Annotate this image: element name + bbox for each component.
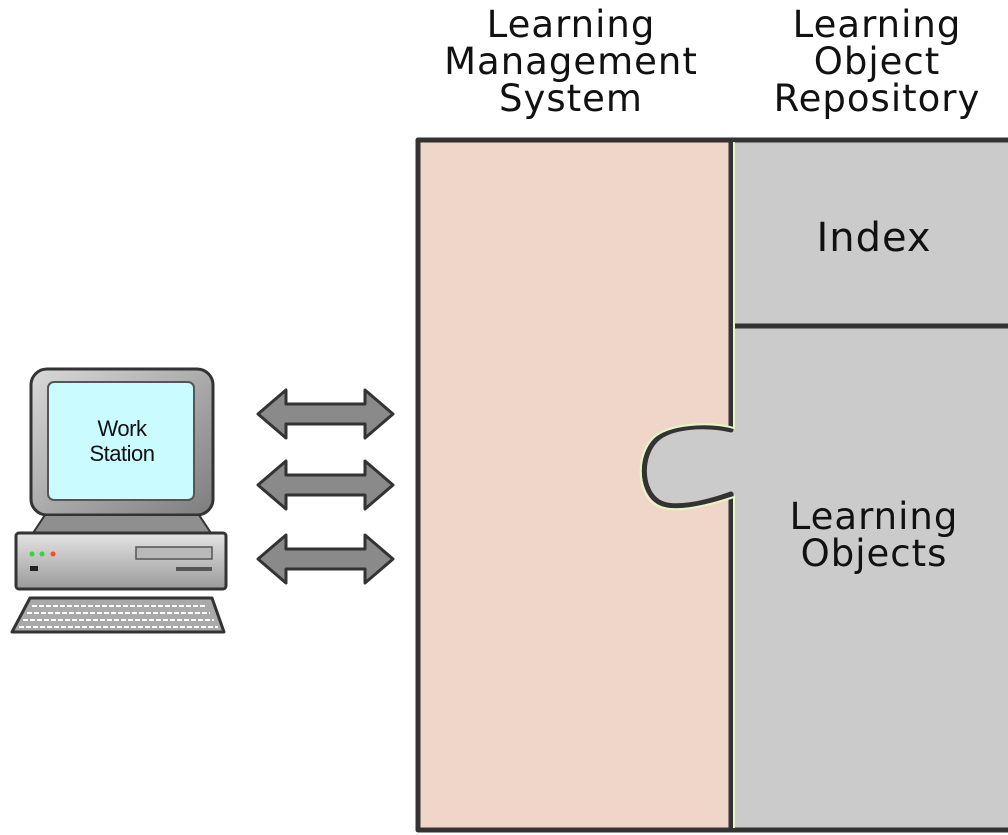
drive-bay — [135, 546, 213, 560]
lms-header-line: System — [499, 77, 643, 120]
learning-objects-label: Learning Objects — [740, 498, 1008, 572]
lms-header-line: Learning — [486, 3, 656, 46]
index-label: Index — [816, 215, 932, 261]
connection-arrow-middle — [256, 459, 395, 511]
index-panel — [728, 137, 1008, 329]
puzzle-seam-highlight — [639, 142, 735, 828]
lor-header: Learning Object Repository — [742, 6, 1008, 117]
lor-header-line: Object — [813, 40, 941, 83]
learning-objects-label-line: Objects — [800, 532, 948, 575]
keyboard-keys — [19, 605, 218, 628]
workstation-label: Work Station — [52, 416, 192, 466]
connection-arrow-bottom — [256, 533, 395, 585]
alert-light — [50, 551, 56, 557]
workstation-label-line: Work — [97, 416, 147, 441]
lor-header-line: Learning — [792, 3, 962, 46]
learning-objects-panel — [641, 323, 1008, 833]
disk-light — [39, 551, 45, 557]
computer-case — [14, 531, 228, 591]
lms-header: Learning Management System — [420, 6, 722, 117]
lor-header-line: Repository — [773, 77, 981, 120]
learning-objects-label-line: Learning — [789, 495, 959, 538]
power-light — [29, 551, 35, 557]
workstation-computer-icon — [10, 367, 228, 634]
workstation-label-line: Station — [89, 441, 156, 466]
connection-arrow-top — [256, 388, 395, 440]
monitor-stand — [31, 514, 213, 534]
drive-slot — [176, 567, 212, 571]
monitor-screen — [47, 381, 195, 501]
lms-header-line: Management — [444, 40, 698, 83]
power-button — [30, 566, 38, 571]
